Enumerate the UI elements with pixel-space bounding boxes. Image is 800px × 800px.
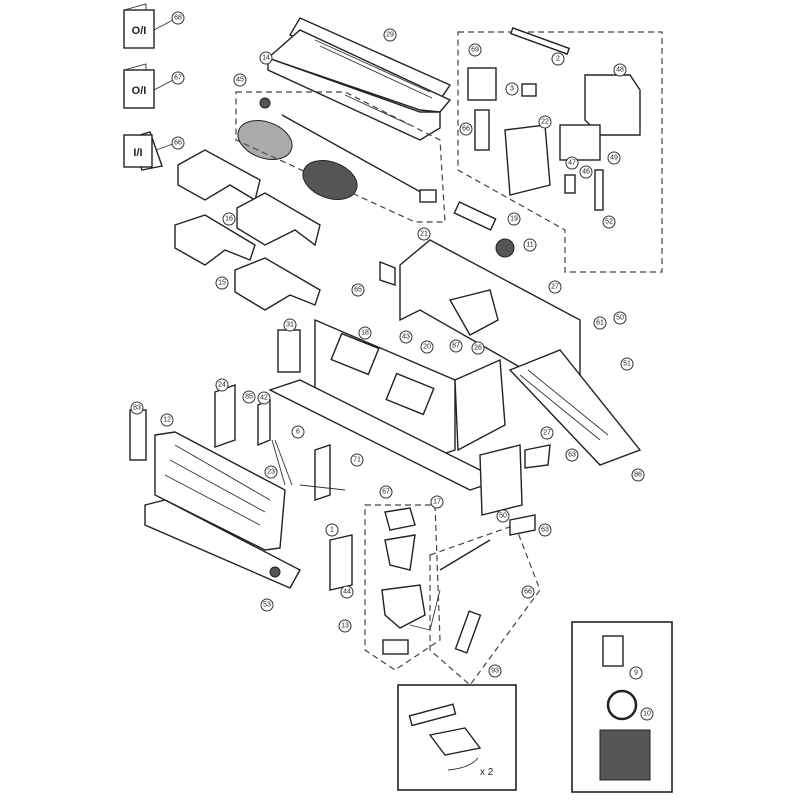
svg-text:66: 66 — [462, 126, 470, 133]
svg-text:46: 46 — [582, 169, 590, 176]
svg-text:11: 11 — [526, 242, 533, 249]
svg-text:48: 48 — [616, 67, 624, 74]
remote-control-box — [571, 621, 673, 793]
svg-text:10: 10 — [643, 711, 651, 718]
manual-3: I/I — [123, 131, 174, 171]
svg-text:50: 50 — [499, 513, 507, 520]
svg-text:45: 45 — [236, 77, 244, 84]
svg-text:31: 31 — [286, 322, 294, 329]
svg-text:29: 29 — [386, 32, 394, 39]
svg-text:67: 67 — [174, 75, 182, 82]
control-box — [467, 27, 641, 211]
svg-text:12: 12 — [163, 417, 171, 424]
svg-text:17: 17 — [433, 499, 441, 506]
svg-text:27: 27 — [543, 430, 551, 437]
svg-text:47: 47 — [568, 160, 576, 167]
svg-text:53: 53 — [263, 602, 271, 609]
svg-text:93: 93 — [491, 668, 499, 675]
drain-hose — [409, 539, 491, 654]
svg-text:14: 14 — [262, 55, 270, 62]
svg-text:61: 61 — [596, 320, 604, 327]
svg-text:27: 27 — [551, 284, 559, 291]
svg-text:52: 52 — [605, 219, 613, 226]
drain-pan — [144, 499, 301, 589]
callout-manual-2: 67 — [171, 71, 185, 85]
control-cover — [479, 444, 551, 536]
svg-text:I/I: I/I — [133, 147, 142, 159]
svg-text:18: 18 — [361, 330, 369, 337]
svg-text:63: 63 — [541, 527, 549, 534]
svg-text:24: 24 — [218, 382, 226, 389]
svg-text:6: 6 — [296, 429, 300, 436]
evaporator-coil — [129, 384, 353, 591]
svg-text:51: 51 — [623, 361, 631, 368]
accessory-box — [397, 684, 517, 791]
accessory-parts: x 2 — [408, 703, 494, 778]
main-chassis — [268, 239, 642, 491]
svg-text:83: 83 — [133, 405, 141, 412]
accessory-quantity: x 2 — [480, 767, 494, 778]
callout-manual-3: 66 — [171, 136, 185, 150]
svg-text:71: 71 — [353, 457, 361, 464]
svg-text:66: 66 — [524, 589, 532, 596]
top-panel — [266, 17, 452, 141]
remote-parts — [599, 635, 651, 781]
svg-text:43: 43 — [402, 334, 410, 341]
svg-text:22: 22 — [541, 119, 549, 126]
fan-motor — [453, 201, 515, 258]
svg-text:69: 69 — [471, 47, 479, 54]
svg-text:49: 49 — [610, 155, 618, 162]
svg-text:23: 23 — [267, 469, 275, 476]
svg-text:87: 87 — [452, 343, 460, 350]
svg-text:9: 9 — [634, 670, 638, 677]
drain-pump — [381, 507, 426, 655]
svg-text:3: 3 — [510, 86, 514, 93]
svg-text:13: 13 — [341, 623, 349, 630]
callouts: 68 67 66 29 14 45 16 15 21 19 11 69 2 3 … — [130, 11, 654, 721]
svg-text:15: 15 — [218, 280, 226, 287]
svg-text:86: 86 — [634, 472, 642, 479]
svg-text:44: 44 — [343, 589, 351, 596]
fan-casings — [174, 149, 321, 311]
blower-fans — [237, 97, 437, 203]
svg-text:20: 20 — [423, 344, 431, 351]
manual-1: O/I — [123, 3, 174, 49]
svg-text:2: 2 — [556, 56, 560, 63]
svg-text:O/I: O/I — [132, 85, 147, 97]
svg-text:67: 67 — [382, 489, 390, 496]
svg-text:26: 26 — [474, 345, 482, 352]
svg-text:42: 42 — [260, 395, 268, 402]
manual-2: O/I — [123, 63, 174, 109]
svg-text:21: 21 — [420, 231, 428, 238]
svg-text:O/I: O/I — [132, 25, 147, 37]
svg-text:65: 65 — [354, 287, 362, 294]
svg-text:1: 1 — [330, 527, 334, 534]
svg-text:50: 50 — [616, 315, 624, 322]
svg-text:66: 66 — [174, 140, 182, 147]
svg-text:19: 19 — [510, 216, 518, 223]
svg-text:68: 68 — [174, 15, 182, 22]
svg-text:85: 85 — [245, 394, 253, 401]
svg-text:63: 63 — [568, 452, 576, 459]
svg-text:16: 16 — [225, 216, 233, 223]
callout-manual-1: 68 — [171, 11, 185, 25]
